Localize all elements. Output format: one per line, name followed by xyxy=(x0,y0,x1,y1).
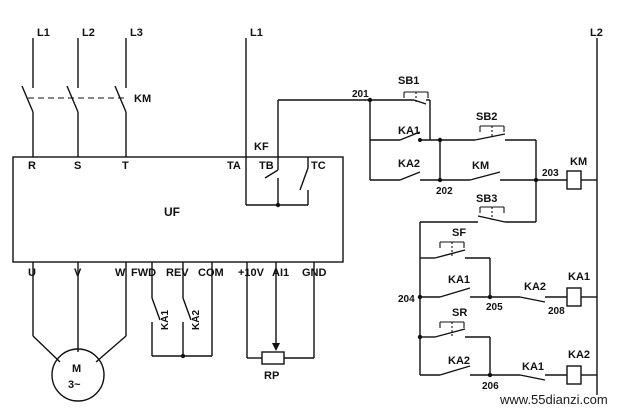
terminal-u: U xyxy=(28,267,36,279)
node-205: 205 xyxy=(486,302,503,313)
node-204: 204 xyxy=(398,294,415,305)
direction-contacts: KA1 KA2 xyxy=(151,262,213,359)
pot-resistor xyxy=(261,351,285,365)
coil-ka2 xyxy=(566,365,582,385)
label-ka2-nc: KA2 xyxy=(524,281,546,293)
terminal-10v: +10V xyxy=(238,267,265,279)
label-ka1-interlock: KA1 xyxy=(398,125,420,137)
label-sb1: SB1 xyxy=(398,75,419,87)
label-coil-ka2: KA2 xyxy=(568,349,590,361)
label-rp: RP xyxy=(264,370,279,382)
terminal-rev: REV xyxy=(166,267,189,279)
node-208: 208 xyxy=(548,306,565,317)
terminal-com: COM xyxy=(198,267,224,279)
control-circuit: L2 201 SB1 KA1 KA2 202 SB2 xyxy=(352,27,603,395)
label-ka1-nc: KA1 xyxy=(522,361,544,373)
node-201: 201 xyxy=(352,89,369,100)
terminal-r: R xyxy=(28,160,36,172)
coil-ka1 xyxy=(566,287,582,307)
label-ka2-interlock: KA2 xyxy=(398,158,420,170)
label-ka1-hold: KA1 xyxy=(448,274,470,286)
motor-symbol xyxy=(51,348,105,402)
power-supply-lines: L1 L2 L3 xyxy=(32,27,143,88)
label-l1: L1 xyxy=(37,27,50,39)
inverter-label: UF xyxy=(164,205,180,219)
terminal-tb: TB xyxy=(259,160,274,172)
label-fwd-ka1: KA1 xyxy=(160,310,171,330)
motor-phase: 3~ xyxy=(68,379,81,391)
fault-relay-kf: L1 KF xyxy=(245,27,370,208)
terminal-w: W xyxy=(115,267,126,279)
node-203: 203 xyxy=(542,168,559,179)
label-kf: KF xyxy=(254,141,269,153)
motor-wiring: M 3~ xyxy=(32,262,127,402)
label-coil-km: KM xyxy=(570,156,587,168)
inverter-uf: R S T UF TA TB TC U V W FWD REV COM +10V… xyxy=(12,156,344,279)
label-sb2: SB2 xyxy=(476,111,497,123)
label-l2-control: L2 xyxy=(590,27,603,39)
label-km-main: KM xyxy=(134,93,151,105)
potentiometer-rp: RP xyxy=(246,262,315,382)
km-main-contacts: KM xyxy=(21,85,151,157)
label-sr: SR xyxy=(452,307,467,319)
watermark: www.55dianzi.com xyxy=(499,392,608,407)
coil-km xyxy=(566,170,582,190)
label-km-hold: KM xyxy=(472,160,489,172)
node-206: 206 xyxy=(482,381,499,392)
label-l2: L2 xyxy=(82,27,95,39)
label-l3: L3 xyxy=(130,27,143,39)
terminal-s: S xyxy=(74,160,81,172)
terminal-fwd: FWD xyxy=(131,267,156,279)
label-sf: SF xyxy=(452,227,466,239)
terminal-ai1: AI1 xyxy=(272,267,289,279)
label-coil-ka1: KA1 xyxy=(568,271,590,283)
label-sb3: SB3 xyxy=(476,193,497,205)
label-l1-control: L1 xyxy=(250,27,263,39)
terminal-t: T xyxy=(122,160,129,172)
label-rev-ka2: KA2 xyxy=(191,310,202,330)
motor-label: M xyxy=(72,363,81,375)
terminal-tc: TC xyxy=(311,160,326,172)
label-ka2-hold: KA2 xyxy=(448,355,470,367)
node-202: 202 xyxy=(436,186,453,197)
terminal-ta: TA xyxy=(227,160,241,172)
